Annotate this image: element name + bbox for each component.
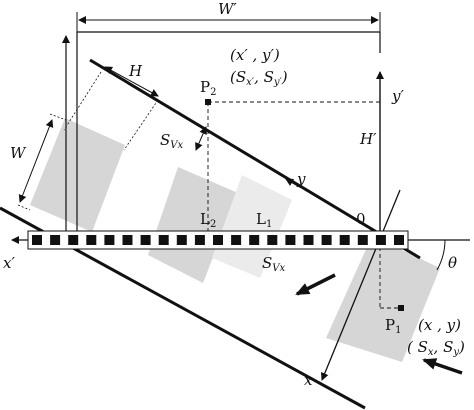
sensor-cell: [321, 235, 332, 245]
label-s: ( Sx, Sy): [407, 338, 465, 358]
sensor-cell: [176, 235, 187, 245]
x-axis: [320, 189, 401, 381]
sensor-cell: [104, 235, 115, 245]
w-ext-2: [17, 204, 31, 211]
label-svx-lower: SVx: [262, 254, 286, 274]
sensor-cell: [267, 235, 278, 245]
sensor-cell: [303, 235, 314, 245]
sensor-cell: [32, 235, 42, 245]
svx-dimension-line: [195, 126, 207, 151]
label-origin: 0: [356, 210, 366, 228]
sensor-cell: [231, 235, 242, 245]
label-y-prime: y′: [391, 87, 404, 105]
p1-point: [398, 305, 404, 311]
label-s-prime: (Sx′, Sy′): [230, 68, 288, 88]
label-svx-upper: SVx: [160, 131, 184, 151]
travel-arrow-bottom: [422, 358, 463, 375]
label-p2: P2: [200, 78, 216, 98]
label-coord: (x , y): [418, 316, 461, 334]
sensor-cell: [140, 235, 151, 245]
shade-rect-right: [326, 236, 440, 362]
h-dimension-line: [104, 66, 159, 97]
sensor-cell: [122, 235, 133, 245]
label-w: W: [10, 144, 27, 162]
label-coord-prime: (x′ , y′): [230, 46, 280, 64]
sensor-cell: [375, 235, 386, 245]
sensor-cell: [86, 235, 97, 245]
sensor-cell: [194, 235, 205, 245]
h-ext-1: [63, 71, 102, 131]
p2-point: [205, 99, 211, 105]
label-theta: θ: [448, 254, 457, 272]
sensor-cell: [50, 235, 61, 245]
sensor-cell: [394, 235, 404, 245]
label-x: x: [304, 371, 313, 389]
shade-rect-middle-light: [212, 175, 292, 278]
y-axis-arrow: [285, 178, 301, 188]
label-l1: L1: [256, 210, 272, 230]
sensor-cell: [339, 235, 350, 245]
h-ext-2: [123, 99, 159, 151]
label-x-prime: x′: [3, 254, 15, 272]
sensor-cell: [213, 235, 223, 245]
sensor-cell: [249, 235, 260, 245]
shade-rect-middle: [148, 167, 238, 283]
label-h-prime: H′: [359, 130, 377, 148]
label-h: H: [128, 62, 143, 80]
sensor-strip: [27, 230, 409, 250]
sensor-cell: [158, 235, 169, 245]
sensor-cell: [285, 235, 296, 245]
label-y: y: [296, 170, 306, 188]
travel-arrow-middle: [295, 273, 336, 296]
sensor-cell: [68, 235, 79, 245]
w-ext-1: [49, 113, 67, 121]
sensor-cell: [357, 235, 368, 245]
label-p1: P1: [385, 316, 401, 336]
label-l2: L2: [200, 210, 216, 230]
w-dimension-line: [18, 119, 54, 203]
label-w-prime: W′: [218, 0, 237, 18]
theta-arc: [436, 239, 446, 271]
